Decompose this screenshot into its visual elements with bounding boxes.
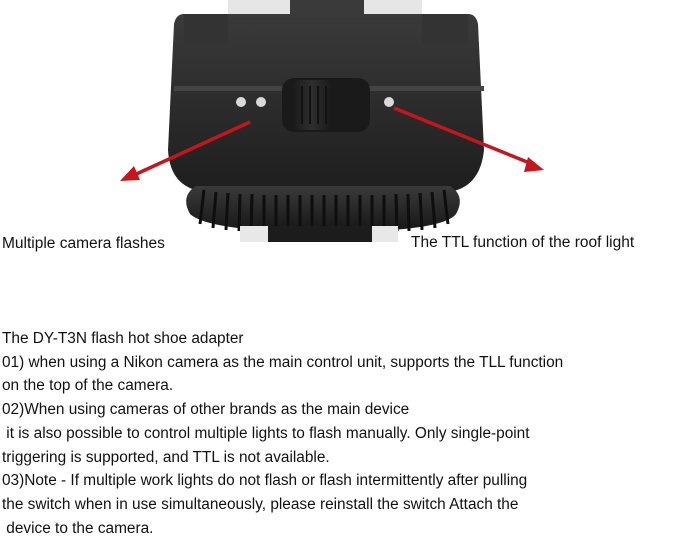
locking-ring: [186, 186, 460, 242]
description-line: the switch when in use simultaneously, p…: [2, 495, 519, 513]
description-line: on the top of the camera.: [2, 377, 174, 395]
callout-multiple-flashes: Multiple camera flashes: [2, 235, 165, 252]
description-line: triggering is supported, and TTL is not …: [2, 448, 330, 466]
description-line: 02)When using cameras of other brands as…: [2, 401, 410, 419]
hot-shoe-adapter-image: [120, 0, 544, 242]
description-line: The DY-T3N flash hot shoe adapter: [2, 330, 244, 347]
description-line: it is also possible to control multiple …: [2, 424, 530, 442]
description-line: 01) when using a Nikon camera as the mai…: [2, 353, 564, 371]
description-line: device to the camera.: [2, 519, 154, 537]
product-description: The DY-T3N flash hot shoe adapter 01) wh…: [2, 327, 679, 540]
indicator-dots: [236, 97, 394, 107]
description-line: 03)Note - If multiple work lights do not…: [2, 472, 528, 490]
callout-ttl-function: The TTL function of the roof light: [411, 234, 635, 251]
slide-switch: [282, 78, 370, 132]
red-arrows: [120, 106, 544, 181]
